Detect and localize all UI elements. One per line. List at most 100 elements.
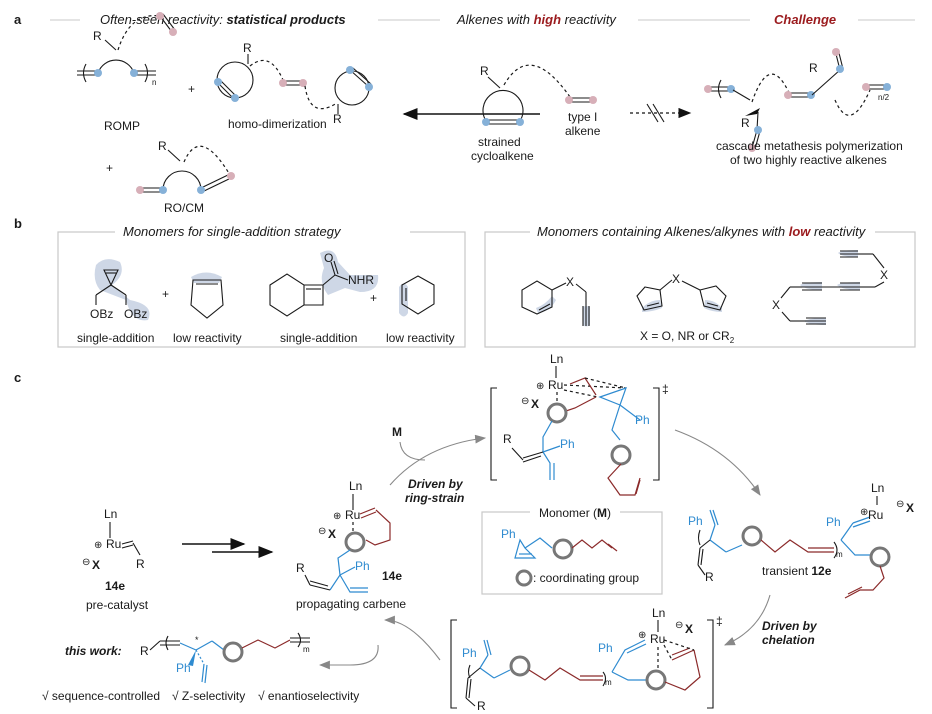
svg-text:⊕: ⊕ (860, 507, 868, 518)
single-addition-label-2: single-addition (280, 331, 357, 345)
propagating-name: propagating carbene (296, 597, 406, 611)
low-reactivity-title: Monomers containing Alkenes/alkynes with… (537, 224, 867, 239)
svg-text:m: m (605, 678, 612, 687)
challenge-desc-1: cascade metathesis polymerization (716, 139, 903, 153)
svg-text:R: R (140, 644, 149, 658)
rocm-structure: R RO/CM (136, 139, 235, 215)
cycle-return-arrow (383, 615, 441, 661)
strained-label-2: cycloalkene (471, 149, 534, 163)
svg-text:X: X (92, 558, 100, 572)
low-reactivity-label-1: low reactivity (173, 331, 242, 345)
svg-text:R: R (296, 561, 305, 575)
panel-a: a Often-seen reactivity: statistical pro… (14, 12, 915, 215)
panel-c-label: c (14, 370, 21, 385)
monomer-M-label: M (392, 425, 402, 439)
svg-text:X: X (566, 275, 574, 289)
svg-text:m: m (836, 550, 843, 559)
svg-text:⊖: ⊖ (318, 526, 326, 537)
svg-text:*: * (195, 635, 199, 645)
challenge-structure: R n/2 R cascade metathesis polymerizatio… (704, 48, 903, 167)
transition-state-1: ‡ Ln ⊕ Ru Ph ⊖ X Ph R (490, 352, 669, 496)
feature-sequence-controlled: √ sequence-controlled (42, 689, 160, 703)
svg-text:R: R (333, 112, 342, 126)
heading-high-reactivity: Alkenes with high reactivity (456, 12, 617, 27)
low-reactivity-label-2: low reactivity (386, 331, 455, 345)
svg-text:R: R (809, 61, 818, 75)
single-addition-label-1: single-addition (77, 331, 154, 345)
svg-text:+: + (370, 291, 377, 305)
romp-structure: R n ROMP (77, 12, 177, 133)
coordinating-group-legend: : coordinating group (533, 571, 639, 585)
strained-label-1: strained (478, 135, 521, 149)
svg-text:Ln: Ln (349, 479, 362, 493)
svg-text:Ru: Ru (106, 537, 121, 551)
panel-b-label: b (14, 216, 22, 231)
transition-state-2: ‡ Ph R m Ph Ln ⊕ Ru ⊖ X (450, 606, 723, 713)
svg-text:Ln: Ln (104, 507, 117, 521)
chelation-label-2: chelation (762, 633, 815, 647)
svg-text:m: m (303, 645, 310, 654)
monomer-legend-box: Monomer (M) Ph : coordinating group (481, 504, 663, 595)
svg-text:Ph: Ph (462, 646, 477, 660)
challenge-desc-2: of two highly reactive alkenes (730, 153, 887, 167)
svg-text:X: X (772, 298, 780, 312)
propagating-carbene: Ln ⊕ Ru ⊖ X Ph R 14e propagating carbene (296, 479, 406, 611)
svg-text:Ln: Ln (871, 481, 884, 495)
svg-text:‡: ‡ (716, 614, 723, 628)
type1-label-1: type I (568, 110, 597, 124)
propagating-id: 14e (382, 569, 402, 583)
homo-dimer-structure: R R homo-dimerization (214, 41, 373, 131)
ring-strain-label-2: ring-strain (405, 491, 464, 505)
single-addition-title: Monomers for single-addition strategy (123, 224, 342, 239)
svg-text:‡: ‡ (662, 382, 669, 396)
svg-text:+: + (188, 82, 195, 96)
svg-text:OBz: OBz (124, 307, 147, 321)
rocm-label: RO/CM (164, 201, 204, 215)
product-arrow (318, 644, 379, 670)
svg-text:⊕: ⊕ (333, 511, 341, 522)
feature-z-selectivity: √ Z-selectivity (172, 689, 245, 703)
panel-a-label: a (14, 12, 22, 27)
svg-text:Ph: Ph (176, 661, 191, 675)
svg-text:⊖: ⊖ (675, 620, 683, 631)
svg-text:X: X (906, 501, 914, 515)
transient-12e: Ph R m Ph Ln ⊕ Ru ⊖ X transient 12e (688, 481, 914, 599)
precatalyst-name: pre-catalyst (86, 598, 149, 612)
svg-text:O: O (324, 251, 333, 265)
svg-text:+: + (162, 287, 169, 301)
svg-text:Ph: Ph (688, 514, 703, 528)
this-work-product: this work: R * Ph m √ sequence-controlle… (42, 632, 359, 703)
pre-catalyst: Ln ⊕ Ru R ⊖ X 14e pre-catalyst (82, 507, 149, 612)
svg-text:X: X (685, 622, 693, 636)
x-definition: X = O, NR or CR2 (640, 329, 735, 345)
svg-text:⊕: ⊕ (638, 630, 646, 641)
chelation-label-1: Driven by (762, 619, 818, 633)
svg-text:Ph: Ph (826, 515, 841, 529)
cyclohexenyl-propargyl: X (521, 275, 590, 327)
svg-text:R: R (243, 41, 252, 55)
svg-text:R: R (503, 432, 512, 446)
panel-b: b Monomers for single-addition strategy … (14, 216, 916, 348)
svg-text:OBz: OBz (90, 307, 113, 321)
precatalyst-id: 14e (105, 579, 125, 593)
svg-text:⊖: ⊖ (82, 557, 90, 568)
svg-text:Ru: Ru (548, 378, 563, 392)
cycle-arrow (674, 429, 761, 496)
svg-text:⊖: ⊖ (896, 499, 904, 510)
svg-text:Ph: Ph (355, 559, 370, 573)
ring-strain-arrow (389, 434, 487, 486)
r-label: R (93, 29, 102, 43)
svg-text:NHR: NHR (348, 273, 374, 287)
heading-statistical-products: Often-seen reactivity: statistical produ… (100, 12, 346, 27)
bicyclic-cyclobutene-amide: O NHR single-addition (269, 250, 379, 345)
romp-label: ROMP (104, 119, 140, 133)
dicyclopentenyl-ether: X X = O, NR or CR2 (636, 272, 735, 345)
svg-text:R: R (705, 570, 714, 584)
panel-c: c Ln ⊕ Ru R ⊖ X 14e pre-catalyst Ln ⊕ Ru… (14, 352, 914, 713)
svg-text:Ph: Ph (560, 437, 575, 451)
svg-text:R: R (158, 139, 167, 153)
svg-text:X: X (531, 397, 539, 411)
svg-text:R: R (136, 557, 145, 571)
heading-challenge: Challenge (774, 12, 836, 27)
